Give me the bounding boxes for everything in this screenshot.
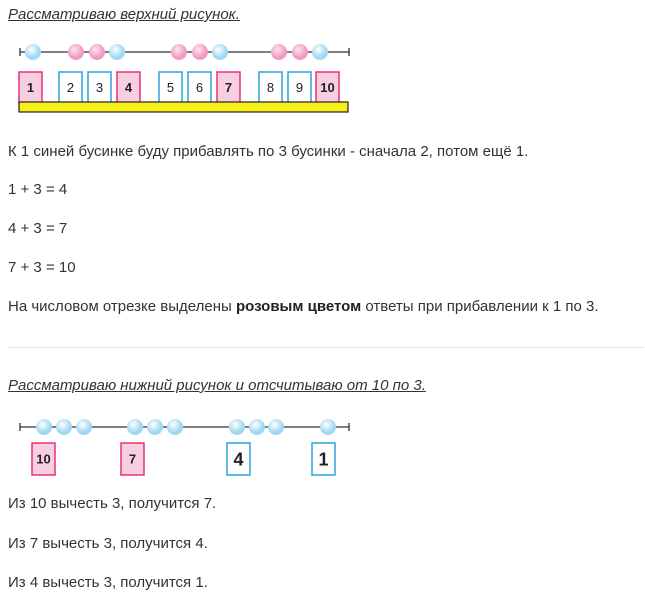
text-line: Из 10 вычесть 3, получится 7. <box>8 495 217 512</box>
blue-bead <box>212 44 228 60</box>
number-label: 7 <box>225 80 232 95</box>
blue-bead <box>36 419 52 435</box>
blue-bead <box>312 44 328 60</box>
text-line: Из 4 вычесть 3, получится 1. <box>8 574 208 591</box>
number-label: 4 <box>125 80 133 95</box>
number-card <box>120 442 145 476</box>
blue-bead <box>147 419 163 435</box>
number-label: 7 <box>129 452 136 467</box>
number-label: 5 <box>167 80 174 95</box>
number-label: 10 <box>320 80 334 95</box>
pink-bead <box>192 44 208 60</box>
blue-bead <box>268 419 284 435</box>
equation: 1 + 3 = 4 <box>8 181 68 198</box>
blue-bead <box>249 419 265 435</box>
blue-bead <box>320 419 336 435</box>
pink-bead <box>271 44 287 60</box>
number-label: 2 <box>67 80 74 95</box>
number-label: 9 <box>296 80 303 95</box>
blue-bead <box>76 419 92 435</box>
paragraph: На числовом отрезке выделены розовым цве… <box>8 298 599 315</box>
number-label: 3 <box>96 80 103 95</box>
number-label: 4 <box>233 449 243 469</box>
paragraph: К 1 синей бусинке буду прибавлять по 3 б… <box>8 143 529 160</box>
section1-heading: Рассматриваю верхний рисунок. <box>8 6 240 23</box>
number-label: 1 <box>27 80 34 95</box>
equation: 4 + 3 = 7 <box>8 220 68 237</box>
blue-bead <box>56 419 72 435</box>
blue-bead <box>229 419 245 435</box>
pink-bead <box>68 44 84 60</box>
number-card <box>311 442 336 476</box>
number-card <box>31 442 56 476</box>
equation: 7 + 3 = 10 <box>8 259 76 276</box>
pink-bead <box>171 44 187 60</box>
blue-bead <box>109 44 125 60</box>
section2-heading: Рассматриваю нижний рисунок и отсчитываю… <box>8 377 426 394</box>
number-card <box>226 442 251 476</box>
blue-bead <box>25 44 41 60</box>
text-line: Из 7 вычесть 3, получится 4. <box>8 535 208 552</box>
pink-bead <box>292 44 308 60</box>
blue-bead <box>167 419 183 435</box>
number-label: 8 <box>267 80 274 95</box>
number-line-figure-top: 1 2 3 4 5 6 7 8 9 10 <box>18 44 350 113</box>
number-label: 10 <box>36 452 50 467</box>
blue-bead <box>127 419 143 435</box>
number-line-figure-bottom: 10 7 4 1 <box>19 419 350 476</box>
number-label: 1 <box>318 449 328 469</box>
divider <box>8 347 644 348</box>
pink-bead <box>89 44 105 60</box>
yellow-bar <box>18 101 349 113</box>
number-label: 6 <box>196 80 203 95</box>
